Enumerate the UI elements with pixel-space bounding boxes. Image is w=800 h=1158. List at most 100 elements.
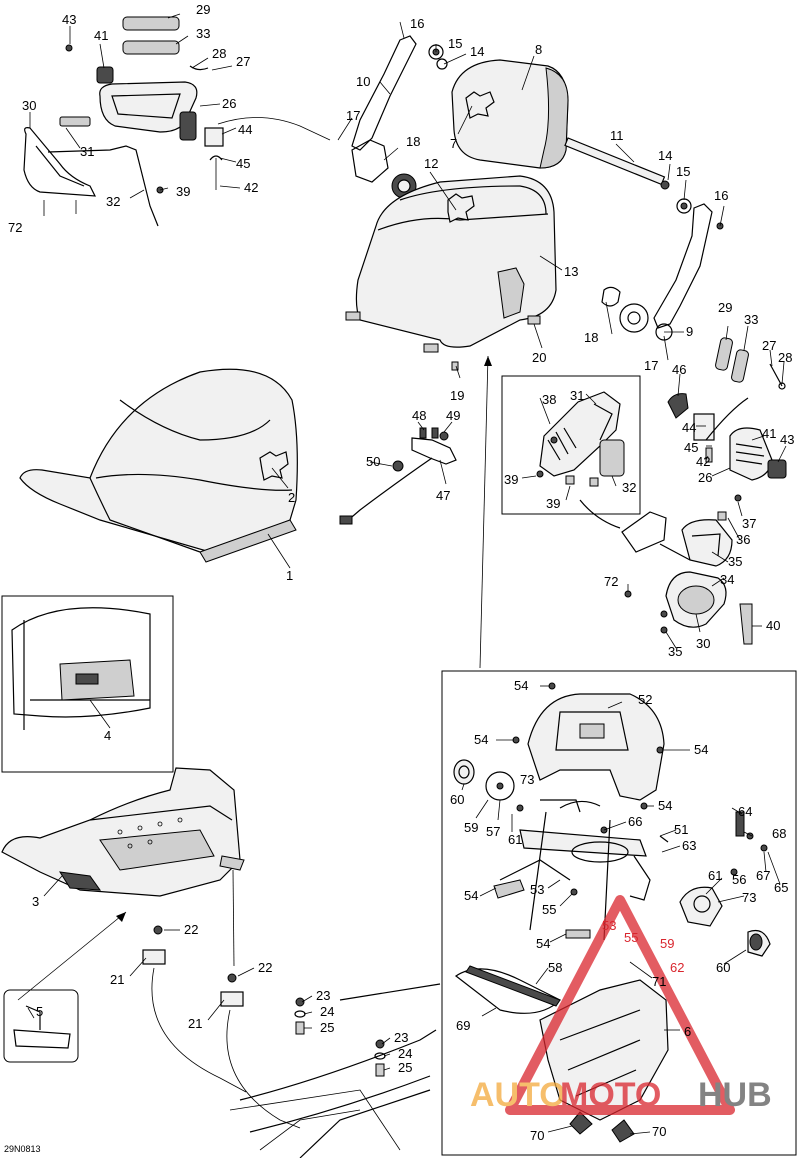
mounting-brackets: [13, 925, 441, 1158]
label-32: 32: [106, 194, 120, 209]
label-45b: 45: [684, 440, 698, 455]
inset-box-fastener: [3, 989, 79, 1063]
label-62-red: 62: [670, 960, 684, 975]
inset-box-backrest-frame: [441, 670, 797, 1156]
label-42: 42: [244, 180, 258, 195]
label-42b: 42: [696, 454, 710, 469]
label-30: 30: [22, 98, 36, 113]
label-35: 35: [728, 554, 742, 569]
label-34: 34: [720, 572, 734, 587]
label-31: 31: [80, 144, 94, 159]
label-1: 1: [286, 568, 293, 583]
label-46: 46: [672, 362, 686, 377]
label-10: 10: [356, 74, 370, 89]
label-60: 60: [450, 792, 464, 807]
label-22: 22: [184, 922, 198, 937]
label-36: 36: [736, 532, 750, 547]
label-39c: 39: [546, 496, 560, 511]
label-38: 38: [542, 392, 556, 407]
label-24: 24: [320, 1004, 334, 1019]
heater-harness: [339, 355, 492, 669]
label-61b: 61: [708, 868, 722, 883]
label-54f: 54: [536, 936, 550, 951]
label-5: 5: [36, 1004, 43, 1019]
label-18b: 18: [584, 330, 598, 345]
label-66: 66: [628, 814, 642, 829]
label-19: 19: [450, 388, 464, 403]
label-64: 64: [738, 804, 752, 819]
label-70b: 70: [652, 1124, 666, 1139]
label-41: 41: [94, 28, 108, 43]
label-15: 15: [448, 36, 462, 51]
label-33: 33: [196, 26, 210, 41]
label-55: 55: [542, 902, 556, 917]
right-grip-assembly: [621, 337, 787, 645]
label-17b: 17: [644, 358, 658, 373]
label-54c: 54: [694, 742, 708, 757]
inset-box-rear-seat-underside: [1, 595, 174, 773]
label-4: 4: [104, 728, 111, 743]
label-25b: 25: [398, 1060, 412, 1075]
label-55-red: 55: [624, 930, 638, 945]
label-43: 43: [62, 12, 76, 27]
label-72: 72: [8, 220, 22, 235]
label-9: 9: [686, 324, 693, 339]
label-28b: 28: [778, 350, 792, 365]
label-72b: 72: [604, 574, 618, 589]
label-23b: 23: [394, 1030, 408, 1045]
label-67: 67: [756, 868, 770, 883]
label-14b: 14: [658, 148, 672, 163]
label-8: 8: [535, 42, 542, 57]
inset-box-heater-control: [501, 375, 641, 515]
label-3: 3: [32, 894, 39, 909]
label-48: 48: [412, 408, 426, 423]
label-26b: 26: [698, 470, 712, 485]
label-51: 51: [674, 822, 688, 837]
label-49: 49: [446, 408, 460, 423]
label-56: 56: [732, 872, 746, 887]
label-21: 21: [110, 972, 124, 987]
label-7: 7: [450, 136, 457, 151]
label-30b: 30: [696, 636, 710, 651]
label-32b: 32: [622, 480, 636, 495]
label-50: 50: [366, 454, 380, 469]
label-54a: 54: [514, 678, 528, 693]
label-63: 63: [682, 838, 696, 853]
label-69: 69: [456, 1018, 470, 1033]
watermark-text-right: HUB: [698, 1076, 772, 1114]
label-29b: 29: [718, 300, 732, 315]
label-53: 53: [530, 882, 544, 897]
label-33b: 33: [744, 312, 758, 327]
label-54e: 54: [464, 888, 478, 903]
label-21b: 21: [188, 1016, 202, 1031]
leader-lines: [27, 13, 787, 1135]
label-59: 59: [464, 820, 478, 835]
label-28: 28: [212, 46, 226, 61]
label-16: 16: [410, 16, 424, 31]
label-73b: 73: [742, 890, 756, 905]
handle-grip-assembly: [23, 16, 331, 227]
label-25: 25: [320, 1020, 334, 1035]
watermark-text-left: AUTO: [470, 1076, 566, 1114]
label-29: 29: [196, 2, 210, 17]
label-52: 52: [638, 692, 652, 707]
label-43b: 43: [780, 432, 794, 447]
label-37: 37: [742, 516, 756, 531]
label-2: 2: [288, 490, 295, 505]
label-17: 17: [346, 108, 360, 123]
label-58: 58: [548, 960, 562, 975]
label-31b: 31: [570, 388, 584, 403]
watermark: AUTO MOTO HUB: [470, 895, 772, 1115]
label-26: 26: [222, 96, 236, 111]
part-labels: 43 41 29 33 28 27 26 44 45 42 39 32 31 3…: [4, 2, 794, 1154]
label-70: 70: [530, 1128, 544, 1143]
label-12: 12: [424, 156, 438, 171]
heater-control-assembly: [536, 391, 625, 529]
seat-frame: [1, 767, 245, 1001]
label-41b: 41: [762, 426, 776, 441]
label-16b: 16: [714, 188, 728, 203]
label-60b: 60: [716, 960, 730, 975]
label-13: 13: [564, 264, 578, 279]
backrest-frame-assembly: [453, 682, 771, 1143]
